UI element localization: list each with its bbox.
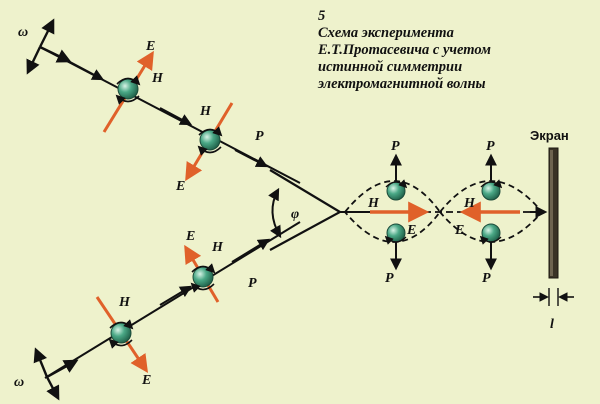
caption-number: 5: [318, 8, 326, 24]
h-label-right: H: [463, 196, 476, 211]
h-label-lower-2: H: [118, 295, 131, 310]
omega-label-lower: ω: [14, 375, 24, 390]
p-label-right-top: P: [486, 139, 495, 154]
caption-line-2: Е.Т.Протасевича с учетом: [318, 42, 491, 58]
p-label-right-bottom: P: [482, 271, 491, 286]
h-label-upper-2: H: [199, 104, 212, 119]
figure-caption: 5 Схема эксперимента Е.Т.Протасевича с у…: [318, 8, 578, 93]
caption-line-1: Схема эксперимента: [318, 25, 454, 41]
e-label-right: E: [454, 223, 464, 238]
lower-beam: [44, 221, 301, 379]
omega-axes-upper: ω: [18, 18, 72, 75]
photon-lower-2: H E: [95, 295, 151, 388]
phi-label: φ: [291, 207, 299, 222]
screen-label: Экран: [530, 128, 569, 143]
h-label-lower-1: H: [211, 240, 224, 255]
prism: φ: [268, 169, 370, 251]
caption-line-3: истинной симметрии: [318, 59, 463, 75]
caption-line-4: электромагнитной волны: [318, 76, 486, 92]
lobe-right: P P H E: [454, 139, 520, 286]
e-label-upper-1: E: [145, 39, 155, 54]
p-label-lower: P: [248, 276, 257, 291]
omega-label-upper: ω: [18, 25, 28, 40]
omega-axes-lower: ω: [14, 347, 79, 401]
h-label-left: H: [367, 196, 380, 211]
e-label-lower-2: E: [141, 373, 151, 388]
p-label-left-top: P: [391, 139, 400, 154]
p-label-upper: P: [255, 129, 264, 144]
lobe-left: P P H E: [367, 139, 430, 286]
l-label: l: [550, 317, 554, 332]
photon-upper-1: E H: [102, 39, 164, 133]
h-label-upper-1: H: [151, 71, 164, 86]
p-label-left-bottom: P: [385, 271, 394, 286]
e-label-left: E: [406, 223, 416, 238]
e-label-upper-2: E: [175, 179, 185, 194]
e-label-lower-1: E: [185, 229, 195, 244]
photon-lower-1: E H P: [184, 229, 257, 303]
screen: Экран: [530, 128, 569, 279]
width-indicator: l: [533, 288, 574, 332]
upper-beam: [39, 46, 301, 184]
photon-upper-2: E H P: [175, 102, 264, 194]
